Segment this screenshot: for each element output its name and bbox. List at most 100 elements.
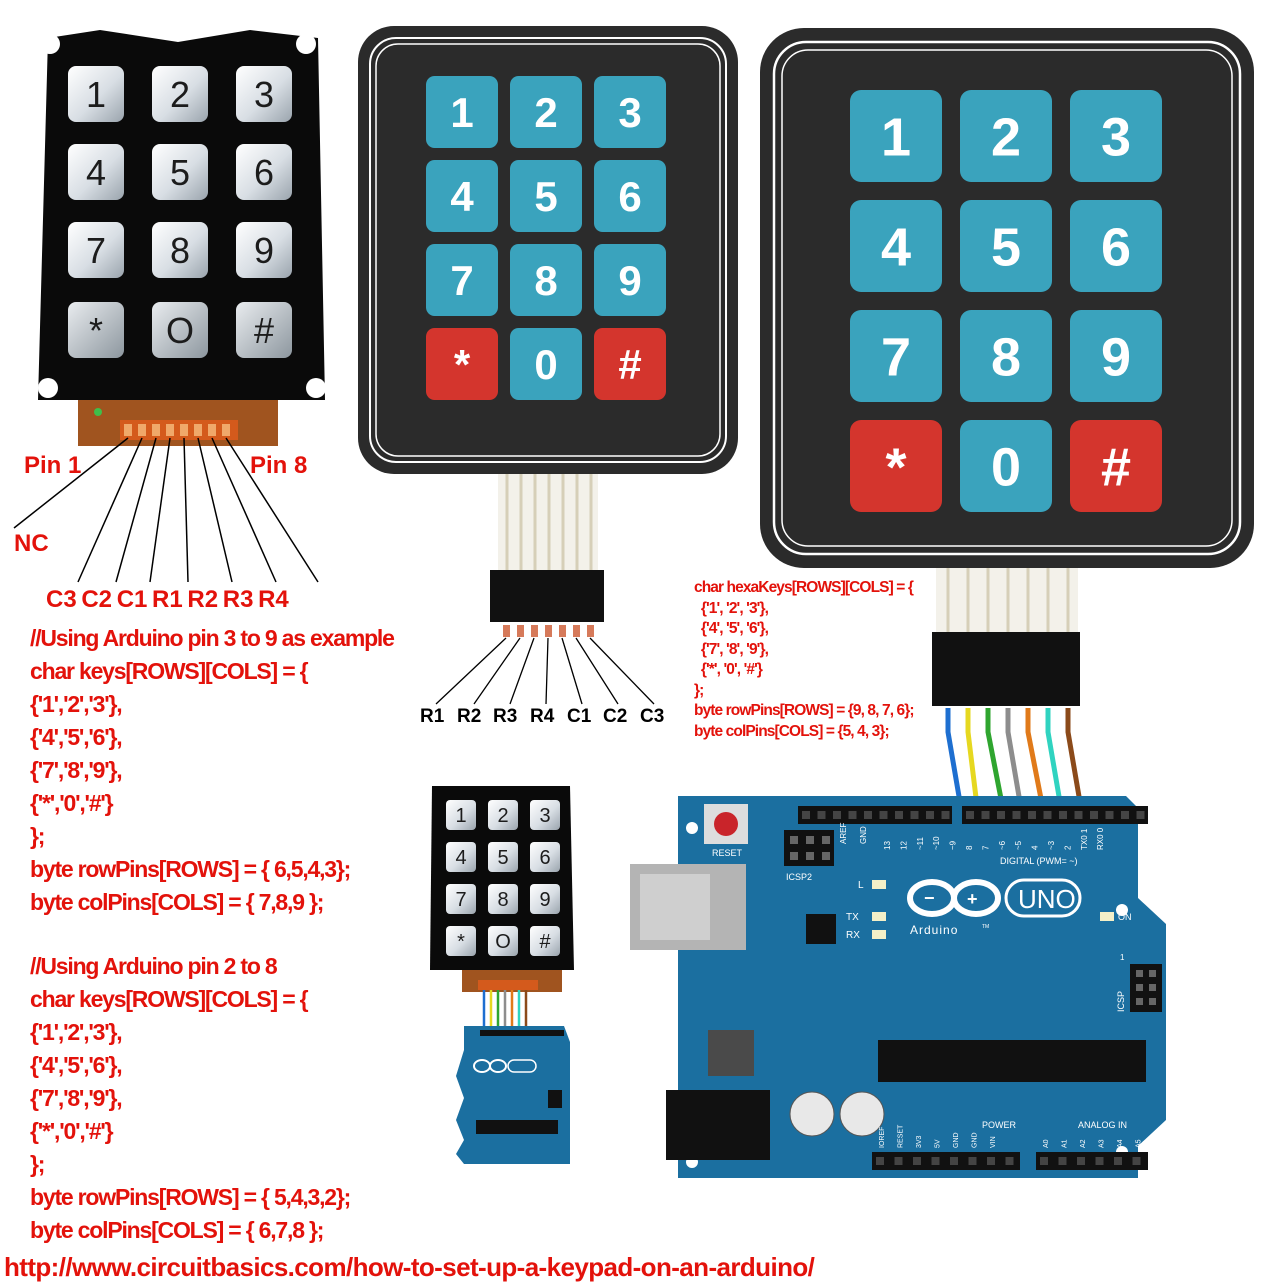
membrane-key-label: 8 bbox=[534, 257, 557, 304]
hard-key[interactable] bbox=[236, 144, 292, 200]
code-line: byte rowPins[ROWS] = { 6,5,4,3}; bbox=[30, 856, 351, 882]
hard-key[interactable] bbox=[68, 302, 124, 358]
mini-key bbox=[488, 926, 518, 956]
power-pin-label: VIN bbox=[990, 1136, 997, 1148]
code-line: {'1','2','3'}, bbox=[30, 1019, 123, 1045]
hard-key[interactable] bbox=[236, 302, 292, 358]
tx-label: TX bbox=[846, 912, 859, 923]
mini-key-label: 2 bbox=[497, 805, 508, 827]
digital-pin-label: ~5 bbox=[1014, 840, 1023, 850]
membrane-key[interactable] bbox=[594, 160, 666, 232]
voltage-regulator bbox=[708, 1030, 754, 1076]
atmega-chip bbox=[878, 1040, 1146, 1082]
code-line: //Using Arduino pin 3 to 9 as example bbox=[30, 625, 395, 651]
mini-key bbox=[446, 842, 476, 872]
mini-key-label: 6 bbox=[539, 847, 550, 869]
membrane-key[interactable] bbox=[594, 244, 666, 316]
hard-key[interactable] bbox=[68, 222, 124, 278]
membrane-key-label: 9 bbox=[618, 257, 641, 304]
membrane-key[interactable] bbox=[594, 328, 666, 400]
hard-key[interactable] bbox=[68, 144, 124, 200]
power-pin-label: GND bbox=[953, 1132, 960, 1148]
hard-key-label: 4 bbox=[86, 152, 106, 193]
dc-jack bbox=[666, 1090, 770, 1160]
hard-key-label: O bbox=[166, 310, 194, 351]
hard-keypad-pin-labels: C3 C2 C1 R1 R2 R3 R4 bbox=[46, 586, 289, 613]
mini-key bbox=[446, 884, 476, 914]
rx-label: RX bbox=[846, 930, 860, 941]
pin-header-pins bbox=[124, 424, 230, 436]
analog-pin-label: A5 bbox=[1136, 1139, 1143, 1148]
analog-header bbox=[1036, 1152, 1148, 1170]
membrane-key[interactable] bbox=[510, 244, 582, 316]
membrane-key[interactable] bbox=[1070, 200, 1162, 292]
ribbon-cable bbox=[490, 474, 604, 637]
membrane-key[interactable] bbox=[594, 76, 666, 148]
membrane-key[interactable] bbox=[960, 90, 1052, 182]
membrane-key[interactable] bbox=[426, 76, 498, 148]
mini-key bbox=[530, 800, 560, 830]
power-pin-label: 3V3 bbox=[916, 1135, 923, 1148]
code-line: byte colPins[COLS] = { 6,7,8 }; bbox=[30, 1217, 324, 1243]
membrane-key-label: 0 bbox=[991, 437, 1021, 497]
hard-key[interactable] bbox=[152, 66, 208, 122]
hard-key[interactable] bbox=[152, 302, 208, 358]
membrane-pin-lines bbox=[435, 637, 655, 705]
hard-key-label: 9 bbox=[254, 230, 274, 271]
power-header bbox=[872, 1152, 1020, 1170]
membrane-key[interactable] bbox=[510, 160, 582, 232]
hard-key-label: 2 bbox=[170, 74, 190, 115]
source-url[interactable]: http://www.circuitbasics.com/how-to-set-… bbox=[4, 1252, 815, 1282]
hard-key[interactable] bbox=[236, 66, 292, 122]
mini-key bbox=[446, 800, 476, 830]
led-l-label: L bbox=[858, 880, 864, 891]
membrane-key[interactable] bbox=[510, 328, 582, 400]
membrane-key[interactable] bbox=[960, 420, 1052, 512]
membrane-key[interactable] bbox=[426, 328, 498, 400]
membrane-key-label: 6 bbox=[1101, 217, 1131, 277]
membrane-key[interactable] bbox=[1070, 90, 1162, 182]
pin-8-label: Pin 8 bbox=[250, 452, 308, 479]
membrane-key[interactable] bbox=[850, 310, 942, 402]
membrane-key[interactable] bbox=[960, 310, 1052, 402]
code-line: char hexaKeys[ROWS][COLS] = { bbox=[694, 579, 914, 596]
code-line: char keys[ROWS][COLS] = { bbox=[30, 658, 309, 684]
hard-key[interactable] bbox=[152, 144, 208, 200]
reset-label: RESET bbox=[712, 848, 743, 858]
membrane-key[interactable] bbox=[426, 160, 498, 232]
icsp-label: ICSP bbox=[1116, 991, 1126, 1012]
membrane-key[interactable] bbox=[960, 200, 1052, 292]
membrane-key[interactable] bbox=[1070, 310, 1162, 402]
pin-c2-label: C2 bbox=[603, 706, 628, 727]
board-pcb bbox=[678, 796, 1166, 1178]
icsp-header bbox=[1130, 964, 1162, 1012]
hard-key[interactable] bbox=[236, 222, 292, 278]
membrane-key-label: # bbox=[618, 341, 641, 388]
power-pin-label: GND bbox=[972, 1132, 979, 1148]
membrane-key[interactable] bbox=[426, 244, 498, 316]
membrane-key[interactable] bbox=[510, 76, 582, 148]
hard-key[interactable] bbox=[68, 66, 124, 122]
power-label: POWER bbox=[982, 1120, 1017, 1130]
analog-pin-label: A3 bbox=[1099, 1139, 1106, 1148]
hard-key[interactable] bbox=[152, 222, 208, 278]
arduino-logo: − + bbox=[907, 879, 1001, 917]
pin-r4-label: R4 bbox=[530, 706, 555, 727]
membrane-key[interactable] bbox=[850, 90, 942, 182]
membrane-key-label: 4 bbox=[881, 217, 911, 277]
mini-key-label: 1 bbox=[455, 805, 466, 827]
on-label: ON bbox=[1118, 912, 1132, 922]
code-line: {'7','8','9'}, bbox=[30, 1085, 123, 1111]
digital-pin-label: 7 bbox=[981, 845, 990, 850]
membrane-key-label: 2 bbox=[534, 89, 557, 136]
membrane-key[interactable] bbox=[850, 200, 942, 292]
membrane-key[interactable] bbox=[850, 420, 942, 512]
membrane-key-label: 3 bbox=[618, 89, 641, 136]
analog-pin-label: A4 bbox=[1117, 1139, 1124, 1148]
membrane-key-label: 6 bbox=[618, 173, 641, 220]
membrane-key[interactable] bbox=[1070, 420, 1162, 512]
svg-text:+: + bbox=[967, 889, 978, 909]
mini-key bbox=[530, 884, 560, 914]
code-line: byte rowPins[ROWS] = {9, 8, 7, 6}; bbox=[694, 702, 915, 719]
